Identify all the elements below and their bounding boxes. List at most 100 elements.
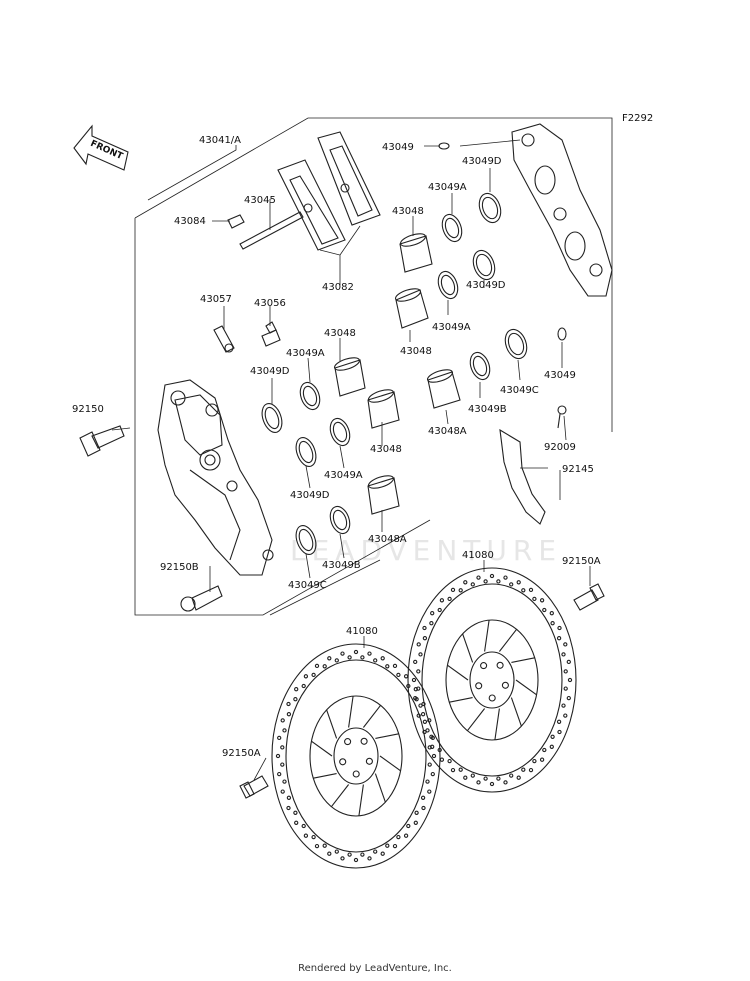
disc-spoke — [484, 620, 490, 652]
disc-drill-hole — [277, 735, 282, 741]
disc-drill-hole — [427, 718, 432, 723]
label-92150A-left: 92150A — [222, 748, 261, 759]
label-92150A-right: 92150A — [562, 556, 601, 567]
disc-drill-hole — [311, 834, 316, 840]
label-43049C-right: 43049C — [500, 385, 539, 396]
disc-drill-hole — [532, 596, 537, 602]
disc-drill-hole — [561, 652, 566, 657]
disc-drill-hole — [392, 843, 398, 849]
seal-43049A-left — [299, 381, 321, 411]
disc-drill-hole — [406, 823, 411, 829]
disc-drill-hole — [416, 686, 421, 691]
disc-drill-hole — [542, 607, 547, 613]
seal-43049D-mid — [472, 249, 496, 281]
disc-drill-hole — [556, 719, 562, 724]
disc-mount-hole — [365, 757, 373, 765]
disc-drill-hole — [282, 779, 287, 784]
caliper-half-right — [511, 123, 613, 297]
disc-drill-hole — [282, 728, 287, 733]
disc-spoke — [358, 784, 364, 816]
disc-drill-hole — [566, 695, 571, 701]
disc-drill-hole — [422, 636, 428, 641]
disc-drill-hole — [416, 669, 421, 674]
disc-drill-hole — [557, 729, 562, 735]
diagram-code: F2292 — [622, 113, 653, 124]
disc-spoke — [515, 679, 537, 696]
disc-spoke — [313, 773, 337, 779]
label-43049D-left: 43049D — [250, 366, 290, 377]
disc-drill-hole — [385, 843, 390, 848]
disc-drill-hole — [414, 697, 419, 702]
seal-43049A-mid — [437, 270, 459, 300]
disc-drill-hole — [447, 758, 452, 764]
disc-drill-hole — [340, 651, 345, 656]
disc-drill-hole — [561, 703, 566, 708]
disc-spoke — [311, 740, 333, 757]
label-43049-top: 43049 — [382, 142, 414, 153]
disc-drill-hole — [421, 805, 426, 811]
seal-43049B-right — [469, 351, 491, 381]
disc-drill-hole — [430, 735, 435, 741]
disc-drill-hole — [483, 776, 488, 781]
label-43049A-center: 43049A — [324, 470, 363, 481]
disc-drill-hole — [431, 753, 437, 759]
disc-drill-hole — [549, 744, 554, 749]
disc-drill-hole — [483, 579, 488, 584]
disc-drill-hole — [549, 611, 554, 616]
disc-drill-hole — [556, 636, 562, 641]
disc-spoke — [449, 697, 473, 703]
disc-spoke — [462, 633, 474, 663]
label-43048A-center: 43048A — [368, 534, 407, 545]
label-92150B: 92150B — [160, 562, 199, 573]
label-92150: 92150 — [72, 404, 104, 415]
disc-drill-hole — [422, 625, 427, 631]
disc-drill-hole — [422, 719, 428, 724]
disc-drill-hole — [427, 745, 432, 750]
disc-drill-hole — [301, 823, 306, 829]
disc-drill-hole — [413, 820, 418, 825]
disc-mount-hole — [339, 758, 347, 766]
label-43049B-right: 43049B — [468, 404, 507, 415]
seal-43049D-left — [261, 403, 283, 433]
disc-drill-hole — [521, 767, 526, 772]
disc-drill-hole — [286, 701, 291, 707]
label-43048A-right: 43048A — [428, 426, 467, 437]
disc-drill-hole — [327, 851, 332, 856]
disc-drill-hole — [458, 767, 463, 772]
disc-drill-hole — [385, 664, 390, 669]
disc-drill-hole — [396, 834, 401, 840]
disc-drill-hole — [521, 588, 526, 593]
label-41080-right: 41080 — [462, 550, 494, 561]
brake-pad-front — [317, 131, 381, 226]
disc-spoke — [379, 755, 401, 772]
disc-drill-hole — [347, 852, 352, 857]
brake-caliper — [157, 379, 274, 576]
disc-drill-hole — [539, 757, 545, 762]
seal-43049D-top — [478, 192, 502, 224]
disc-drill-hole — [322, 664, 327, 669]
disc-drill-hole — [340, 856, 345, 861]
bolt-92150 — [79, 425, 125, 457]
washer-43049-top — [438, 142, 450, 150]
disc-drill-hole — [373, 658, 378, 663]
disc-drill-hole — [293, 810, 298, 815]
disc-drill-hole — [429, 621, 434, 626]
disc-drill-hole — [420, 712, 426, 717]
disc-mount-hole — [344, 738, 352, 746]
seal-43049C-center — [295, 525, 317, 555]
disc-drill-hole — [425, 779, 430, 784]
piston-43048A-right — [426, 369, 461, 409]
disc-drill-hole — [430, 744, 435, 749]
piston-43048-top — [399, 233, 433, 273]
caliper-assembly-frame — [134, 117, 613, 616]
disc-spoke — [348, 696, 354, 728]
disc-spoke — [375, 733, 399, 739]
pad-pin-43045 — [239, 211, 304, 250]
disc-drill-hole — [413, 687, 418, 692]
leader-lines — [111, 139, 591, 781]
disc-drill-hole — [458, 588, 463, 593]
disc-drill-hole — [406, 683, 411, 689]
disc-drill-hole — [416, 642, 421, 647]
disc-mount-hole — [488, 694, 496, 702]
